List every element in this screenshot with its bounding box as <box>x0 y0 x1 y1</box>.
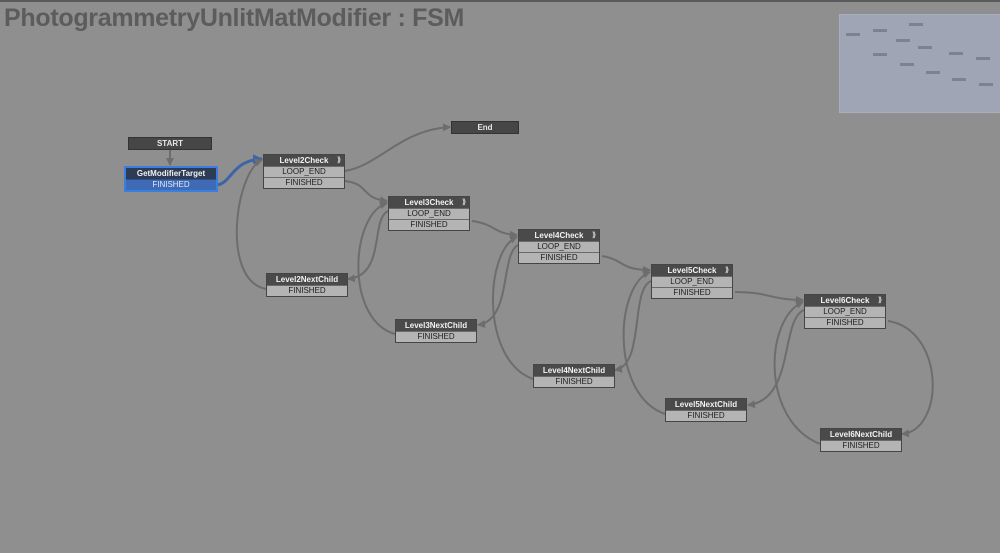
link-glyph-icon: ⟫ <box>592 232 596 239</box>
start-marker[interactable]: START <box>128 137 212 150</box>
event-loop-end[interactable]: LOOP_END <box>519 241 599 252</box>
wire-level2next-to-level2 <box>235 158 267 290</box>
wire-level2-loopend-to-end <box>344 123 451 172</box>
minimap-node <box>976 57 990 60</box>
event-finished[interactable]: FINISHED <box>267 285 347 296</box>
state-level5check[interactable]: Level5Check ⟫ LOOP_END FINISHED <box>651 264 733 299</box>
minimap-node <box>896 39 910 42</box>
state-title: Level4Check <box>534 231 584 240</box>
state-level6check[interactable]: Level6Check ⟫ LOOP_END FINISHED <box>804 294 886 329</box>
state-title: Level5NextChild <box>666 399 746 410</box>
state-title: GetModifierTarget <box>126 168 216 179</box>
event-finished[interactable]: FINISHED <box>264 177 344 188</box>
state-level4nextchild[interactable]: Level4NextChild FINISHED <box>533 364 615 388</box>
event-finished[interactable]: FINISHED <box>666 410 746 421</box>
minimap-node <box>900 63 914 66</box>
wire-getmodifiertarget-finished <box>216 154 263 187</box>
minimap-node <box>846 33 860 36</box>
event-loop-end[interactable]: LOOP_END <box>805 306 885 317</box>
link-glyph-icon: ⟫ <box>725 267 729 274</box>
state-title: Level6NextChild <box>821 429 901 440</box>
state-title: Level2NextChild <box>267 274 347 285</box>
state-title: Level3Check <box>404 198 454 207</box>
event-finished[interactable]: FINISHED <box>126 179 216 190</box>
minimap-node <box>873 29 887 32</box>
wire-level3-finished <box>471 220 518 239</box>
link-glyph-icon: ⟫ <box>878 297 882 304</box>
event-finished[interactable]: FINISHED <box>652 287 732 298</box>
link-glyph-icon: ⟫ <box>337 157 341 164</box>
wire-level2-finished <box>344 180 388 205</box>
window-top-border <box>0 0 1000 2</box>
state-level3nextchild[interactable]: Level3NextChild FINISHED <box>395 319 477 343</box>
wire-level6next-to-level6 <box>773 301 821 445</box>
event-finished[interactable]: FINISHED <box>396 331 476 342</box>
event-loop-end[interactable]: LOOP_END <box>652 276 732 287</box>
event-loop-end[interactable]: LOOP_END <box>264 166 344 177</box>
event-finished[interactable]: FINISHED <box>389 219 469 230</box>
wire-level6-finished <box>887 320 934 438</box>
wire-level4-loopend <box>477 244 519 328</box>
minimap-node <box>918 46 932 49</box>
minimap-node <box>926 71 940 74</box>
minimap-node <box>909 23 923 26</box>
state-level2nextchild[interactable]: Level2NextChild FINISHED <box>266 273 348 297</box>
state-level5nextchild[interactable]: Level5NextChild FINISHED <box>665 398 747 422</box>
minimap-node <box>873 53 887 56</box>
state-title: Level5Check <box>667 266 717 275</box>
event-loop-end[interactable]: LOOP_END <box>389 208 469 219</box>
wire-level5-loopend <box>614 280 652 373</box>
state-getmodifiertarget[interactable]: GetModifierTarget FINISHED <box>124 166 218 192</box>
state-title: Level2Check <box>279 156 329 165</box>
minimap-node <box>952 78 966 81</box>
minimap-node <box>979 83 993 86</box>
event-finished[interactable]: FINISHED <box>519 252 599 263</box>
wire-level5-finished <box>734 291 804 304</box>
event-finished[interactable]: FINISHED <box>821 440 901 451</box>
fsm-title: PhotogrammetryUnlitMatModifier : FSM <box>4 4 465 32</box>
event-finished[interactable]: FINISHED <box>534 376 614 387</box>
state-level2check[interactable]: Level2Check ⟫ LOOP_END FINISHED <box>263 154 345 189</box>
wire-level4next-to-level4 <box>491 235 534 380</box>
wire-level3next-to-level3 <box>357 201 396 335</box>
wire-level4-finished <box>601 255 651 274</box>
state-level6nextchild[interactable]: Level6NextChild FINISHED <box>820 428 902 452</box>
event-finished[interactable]: FINISHED <box>805 317 885 328</box>
state-level3check[interactable]: Level3Check ⟫ LOOP_END FINISHED <box>388 196 470 231</box>
state-level4check[interactable]: Level4Check ⟫ LOOP_END FINISHED <box>518 229 600 264</box>
minimap-node <box>949 52 963 55</box>
link-glyph-icon: ⟫ <box>462 199 466 206</box>
wire-level5next-to-level5 <box>622 270 666 415</box>
state-title: Level3NextChild <box>396 320 476 331</box>
wire-level6-loopend <box>747 309 805 409</box>
graph-minimap[interactable] <box>839 14 1000 113</box>
end-state[interactable]: End <box>451 121 519 134</box>
state-title: Level4NextChild <box>534 365 614 376</box>
state-title: Level6Check <box>820 296 870 305</box>
